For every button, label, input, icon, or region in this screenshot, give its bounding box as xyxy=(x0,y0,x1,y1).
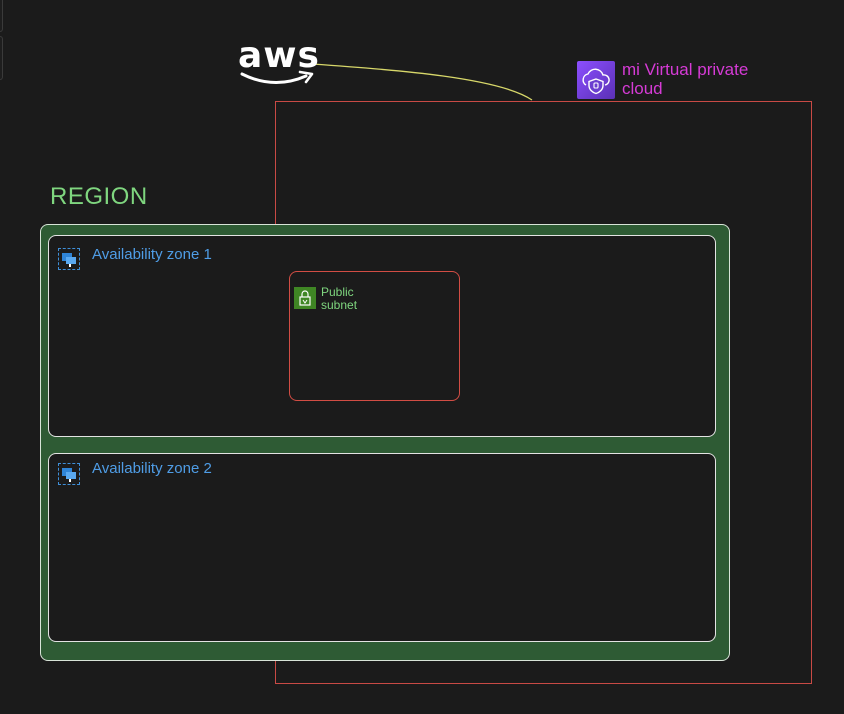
vpc-label-line1: mi Virtual private xyxy=(622,60,749,79)
public-subnet-label: Public subnet xyxy=(321,286,391,312)
availability-zone-icon[interactable] xyxy=(58,463,80,485)
aws-logo-text: aws xyxy=(238,35,320,76)
public-subnet-label-line1: Public xyxy=(321,285,354,299)
aws-smile-icon xyxy=(240,70,314,85)
toolbar-edge-bottom[interactable] xyxy=(0,36,3,80)
availability-zone-2-label: Availability zone 2 xyxy=(92,460,212,477)
public-subnet-label-line2: subnet xyxy=(321,298,358,312)
availability-zone-2-container[interactable] xyxy=(48,453,716,642)
vpc-label-line2: cloud xyxy=(622,79,663,98)
availability-zone-icon[interactable] xyxy=(58,248,80,270)
vpc-shield-cloud-icon[interactable] xyxy=(577,61,615,99)
toolbar-edge-top[interactable] xyxy=(0,0,3,32)
public-subnet-container[interactable] xyxy=(289,271,460,401)
aws-logo[interactable]: aws xyxy=(238,35,320,88)
availability-zone-1-label: Availability zone 1 xyxy=(92,246,212,263)
availability-zone-1-container[interactable] xyxy=(48,235,716,437)
vpc-label: mi Virtual private cloud xyxy=(622,60,802,98)
lock-icon[interactable] xyxy=(294,287,316,309)
region-label: REGION xyxy=(50,183,148,210)
